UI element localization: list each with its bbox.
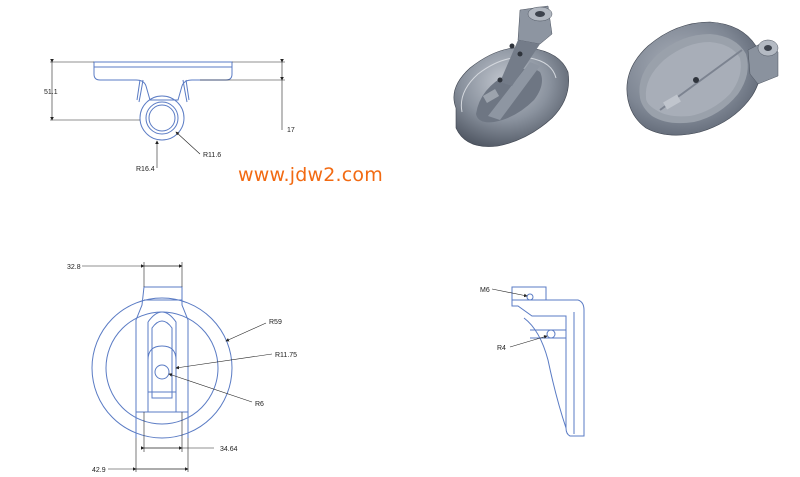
dim-r-small: R4 [497, 345, 506, 352]
front-view [93, 61, 233, 141]
front-view-outer-ring [139, 95, 185, 141]
dim-width-bottom: 42.9 [92, 467, 106, 474]
side-view-dimensions [491, 288, 548, 348]
dim-offset: 17 [287, 127, 295, 134]
top-view-hole [154, 364, 170, 380]
dim-r-inner: R11.6 [203, 152, 221, 159]
front-view-flange [93, 61, 233, 101]
dim-r-boss: R11.75 [275, 352, 297, 359]
dim-height: 51.1 [44, 89, 58, 96]
front-view-inner-ring [145, 101, 179, 135]
top-view-boss [147, 345, 177, 393]
top-view [91, 286, 233, 439]
side-view [511, 286, 585, 437]
watermark-text: www.jdw2.com [238, 164, 383, 186]
front-view-dimensions [50, 59, 285, 168]
dim-r-outer: R16.4 [136, 166, 155, 173]
top-view-dimensions [82, 262, 273, 472]
dim-thread: M6 [480, 287, 490, 294]
dim-width-mid: 34.64 [220, 446, 238, 453]
iso-view-top [626, 21, 779, 136]
dim-width-top: 32.8 [67, 264, 81, 271]
side-view-sweep [523, 317, 567, 429]
dim-r-big: R59 [269, 319, 282, 326]
top-view-outer-disc [91, 297, 233, 439]
dim-r-hole: R6 [255, 401, 264, 408]
iso-view-underside [453, 5, 569, 147]
